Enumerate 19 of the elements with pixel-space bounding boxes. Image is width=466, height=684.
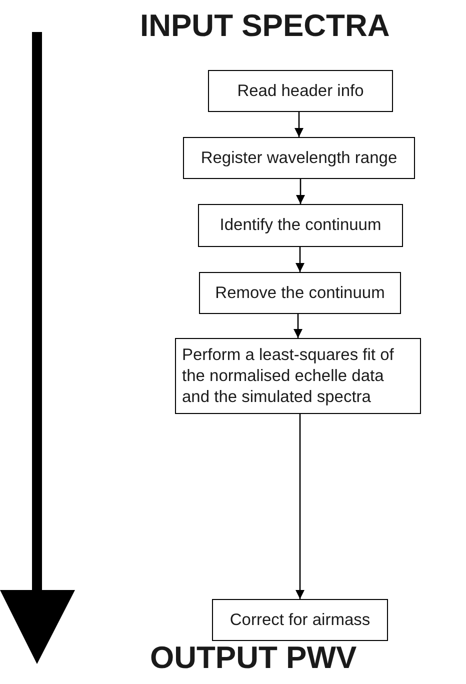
process-box <box>183 137 415 179</box>
arrow <box>294 314 302 338</box>
box-label: Perform a least-squares fit of the normalised echelle data and the simulated spectra <box>182 344 395 408</box>
process-box <box>175 338 421 414</box>
heading: INPUT SPECTRA <box>140 8 390 44</box>
process-box <box>212 599 388 641</box>
box-label: Read header info <box>237 80 364 102</box>
arrow <box>296 247 304 272</box>
box-label: Remove the continuum <box>215 282 385 304</box>
process-box <box>208 70 393 112</box>
arrow <box>296 414 304 599</box>
box-label: Correct for airmass <box>230 610 370 630</box>
heading: OUTPUT PWV <box>150 640 357 676</box>
box-label: Identify the continuum <box>220 215 382 236</box>
arrow <box>296 179 305 204</box>
process-box <box>198 204 403 247</box>
arrow <box>294 112 304 137</box>
process-box <box>199 272 401 314</box>
box-label: Register wavelength range <box>200 148 398 168</box>
